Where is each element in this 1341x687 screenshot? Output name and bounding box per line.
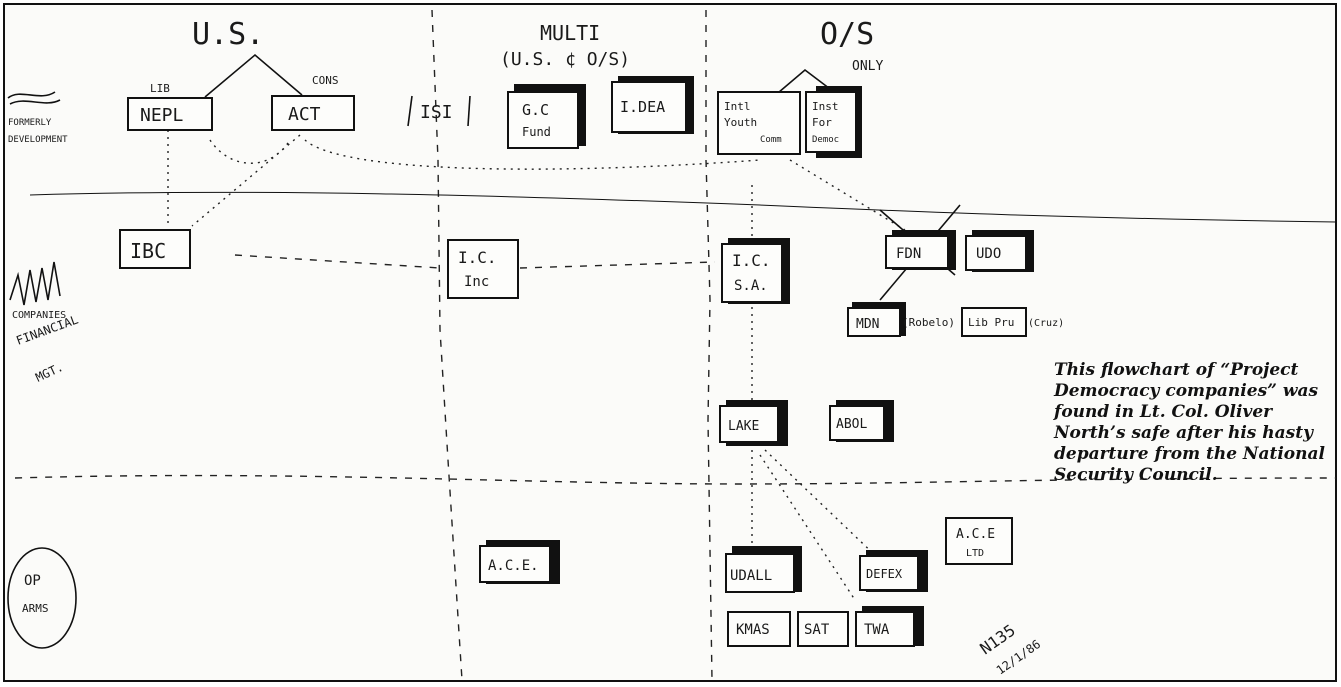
- box-kmas: KMAS: [727, 611, 791, 647]
- box-nepl-label: NEPL: [140, 105, 184, 126]
- box-fdn-label: FDN: [896, 246, 921, 262]
- box-abol-label: ABOL: [836, 417, 867, 432]
- arrow-ifd-fdn: [789, 159, 906, 231]
- link-icinc-icsa: [519, 261, 716, 269]
- link-nepl-act: [204, 53, 303, 98]
- column-multi-heading: MULTI: [540, 21, 600, 45]
- column-os-heading: O/S: [820, 17, 874, 52]
- box-act-label: ACT: [288, 104, 321, 125]
- arrow-act-ibc: [191, 134, 301, 227]
- box-ace-ltd: A.C.E LTD: [945, 517, 1013, 565]
- link-ibc-icinc: [234, 254, 441, 269]
- box-mdn-label: MDN: [856, 317, 879, 332]
- box-isi-label: ISI: [420, 102, 453, 123]
- divider-line-row-1: [29, 191, 1337, 223]
- scribble-left-top: [7, 91, 61, 105]
- box-ic-sa: I.C. S.A.: [721, 238, 790, 304]
- divider-line-col-2: [705, 10, 713, 681]
- box-inst-for-democ: Inst For Democ: [805, 86, 862, 158]
- box-lake-label: LAKE: [728, 419, 759, 434]
- box-udo: UDO: [965, 230, 1034, 272]
- box-ace-label: A.C.E.: [488, 558, 539, 574]
- box-ifd-label-1: Inst: [812, 100, 839, 113]
- box-isi: ISI: [407, 95, 471, 127]
- box-defex: DEFEX: [859, 550, 928, 592]
- box-ic-sa-label-2: S.A.: [734, 278, 768, 294]
- box-ic-inc: I.C. Inc: [447, 239, 519, 299]
- divider-line-col-1: [431, 9, 463, 681]
- link-lake-defex: [764, 449, 881, 561]
- box-ic-inc-label-2: Inc: [464, 274, 489, 290]
- scribble-left-mid: [9, 261, 61, 306]
- box-lake: LAKE: [719, 400, 788, 446]
- box-ace: A.C.E.: [479, 540, 560, 584]
- box-gc-fund-label-1: G.C: [522, 101, 549, 119]
- box-ic-sa-label-1: I.C.: [732, 251, 771, 270]
- box-ibc-label: IBC: [130, 239, 166, 263]
- link-act-ifd: [304, 139, 761, 170]
- box-abol: ABOL: [829, 400, 894, 442]
- label-companies: COMPANIES: [12, 310, 66, 321]
- box-nepl: NEPL: [127, 97, 213, 131]
- box-iyc-label-1: Intl: [724, 100, 751, 113]
- box-defex-label: DEFEX: [866, 567, 903, 581]
- box-twa: TWA: [855, 606, 924, 647]
- caption-text: This flowchart of “Project Democracy com…: [1054, 360, 1325, 485]
- link-lake-twa: [759, 454, 856, 601]
- box-gc-fund: G.C Fund: [507, 84, 586, 149]
- box-iyc-label-2: Youth: [724, 116, 757, 129]
- box-mdn: MDN: [847, 302, 906, 337]
- label-formerly: FORMERLY: [8, 118, 52, 128]
- op-arms-circle: OP ARMS: [7, 547, 77, 649]
- box-ace-ltd-label-2: LTD: [966, 548, 984, 559]
- box-lib-pru-label: Lib Pru: [968, 316, 1014, 329]
- column-os-subheading: ONLY: [852, 59, 883, 74]
- box-lib-pru: Lib Pru: [961, 307, 1027, 337]
- divider-line-row-2: [14, 474, 1337, 485]
- box-gc-fund-label-2: Fund: [522, 125, 551, 139]
- label-robelo: (Robelo): [902, 316, 955, 329]
- box-idea-label: I.DEA: [620, 98, 665, 116]
- box-sat: SAT: [797, 611, 849, 647]
- column-us-heading: U.S.: [192, 17, 264, 52]
- box-kmas-label: KMAS: [736, 622, 770, 638]
- box-ifd-label-2: For: [812, 116, 832, 129]
- box-sat-label: SAT: [804, 622, 830, 638]
- label-arms: ARMS: [22, 602, 49, 615]
- column-multi-subheading: (U.S. ¢ O/S): [500, 49, 630, 70]
- link-act-loop: [209, 139, 291, 164]
- box-ifd-label-3: Democ: [812, 135, 839, 145]
- box-udall-label: UDALL: [730, 568, 772, 584]
- box-ic-inc-label-1: I.C.: [458, 248, 497, 267]
- box-udo-label: UDO: [976, 246, 1001, 262]
- label-op: OP: [24, 573, 41, 589]
- box-udall: UDALL: [725, 546, 802, 593]
- box-ace-ltd-label-1: A.C.E: [956, 527, 995, 542]
- label-development: DEVELOPMENT: [8, 135, 68, 145]
- box-fdn: FDN: [885, 230, 956, 270]
- box-twa-label: TWA: [864, 622, 890, 638]
- box-iyc-label-3: Comm: [760, 135, 782, 145]
- box-ibc: IBC: [119, 229, 191, 269]
- label-lib: LIB: [150, 82, 170, 95]
- label-mgt: MGT.: [33, 360, 65, 385]
- box-idea: I.DEA: [611, 76, 694, 134]
- label-cons: CONS: [312, 74, 339, 87]
- box-intl-youth-comm: Intl Youth Comm: [717, 91, 801, 155]
- box-act: ACT: [271, 95, 355, 131]
- label-cruz: (Cruz): [1028, 318, 1064, 329]
